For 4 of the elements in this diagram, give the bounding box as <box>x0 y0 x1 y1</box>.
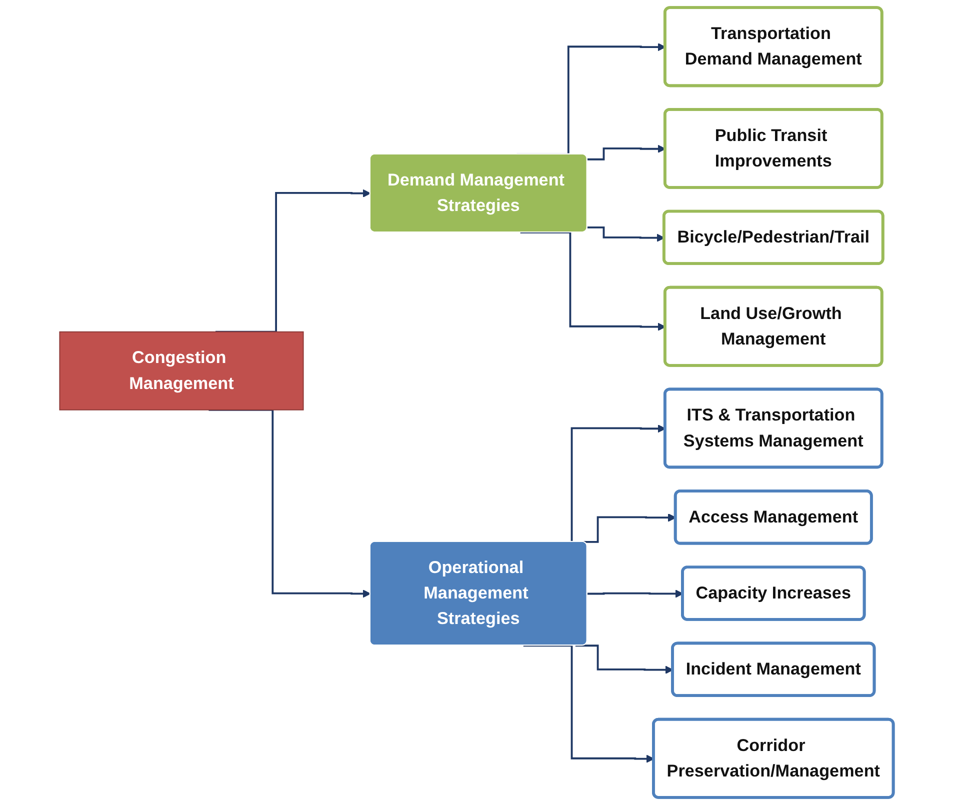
arrow <box>216 189 371 333</box>
node-box: Congestion Management <box>59 331 304 410</box>
arrow <box>208 408 371 598</box>
arrow <box>575 644 674 674</box>
